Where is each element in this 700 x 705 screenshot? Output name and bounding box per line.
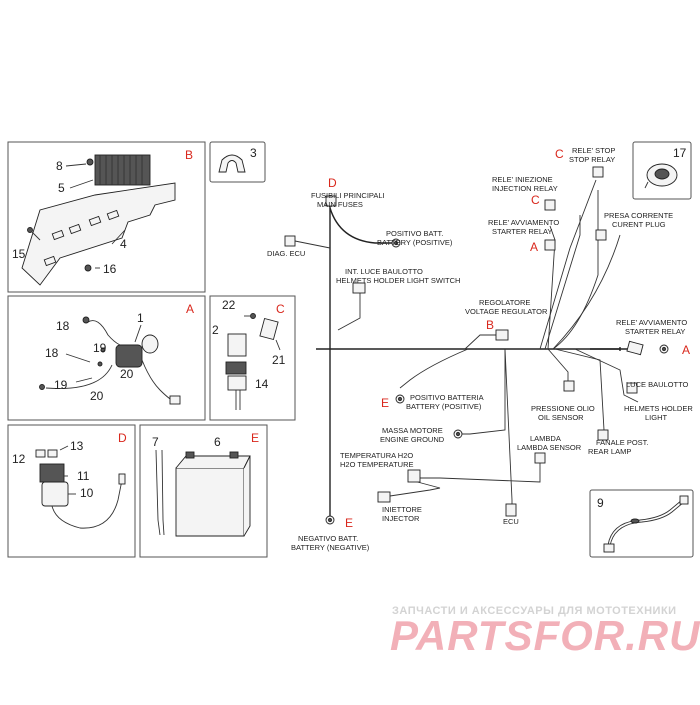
part-14-number: 14 bbox=[255, 377, 269, 391]
letter-c-stop: C bbox=[555, 147, 564, 161]
label-rear-lamp-it: FANALE POST. bbox=[596, 438, 649, 447]
label-stop-relay-en: STOP RELAY bbox=[569, 155, 615, 164]
box-b-regulator-bracket bbox=[7, 141, 206, 293]
part-13-number: 13 bbox=[70, 439, 84, 453]
part-9-number: 9 bbox=[597, 496, 604, 510]
letter-a-starter: A bbox=[530, 240, 538, 254]
label-fuses-en: MAIN FUSES bbox=[317, 200, 363, 209]
box-c-letter: C bbox=[276, 302, 285, 316]
letter-a-right: A bbox=[682, 343, 690, 357]
label-engine-ground-it: MASSA MOTORE bbox=[382, 426, 443, 435]
label-positive-batt-en: BATTERY (POSITIVE) bbox=[377, 238, 453, 247]
label-positive-battery-en: BATTERY (POSITIVE) bbox=[406, 402, 482, 411]
label-diag-ecu: DIAG. ECU bbox=[267, 249, 305, 258]
label-stop-relay-it: RELE' STOP bbox=[572, 146, 615, 155]
watermark-brand: PARTSFOR.RU bbox=[390, 612, 700, 659]
box-a-starter-relay bbox=[7, 295, 206, 421]
part-12-number: 12 bbox=[12, 452, 26, 466]
battery-drawing bbox=[155, 449, 251, 537]
part-16-number: 16 bbox=[103, 262, 117, 276]
label-lambda-it: LAMBDA bbox=[530, 434, 561, 443]
part-6-number: 6 bbox=[214, 435, 221, 449]
label-helmets-switch-it: INT. LUCE BAULOTTO bbox=[345, 267, 423, 276]
label-helmets-switch-en: HELMETS HOLDER LIGHT SWITCH bbox=[336, 276, 460, 285]
label-injector-en: INJECTOR bbox=[382, 514, 420, 523]
label-positive-battery-it: POSITIVO BATTERIA bbox=[410, 393, 484, 402]
part-10-number: 10 bbox=[80, 486, 94, 500]
part-8-number: 8 bbox=[56, 159, 63, 173]
lamp-harness-drawing bbox=[603, 495, 689, 553]
letter-e-negative: E bbox=[345, 516, 353, 530]
label-starter-relay-it: RELE' AVVIAMENTO bbox=[488, 218, 559, 227]
label-injector-it: INIETTORE bbox=[382, 505, 422, 514]
watermark-tagline: ЗАПЧАСТИ И АКСЕССУАРЫ ДЛЯ МОТОТЕХНИКИ bbox=[392, 605, 677, 617]
label-helmets-light-2: HELMETS HOLDER bbox=[624, 404, 693, 413]
part-11-number: 11 bbox=[77, 469, 90, 483]
label-starter-relay2-it: RELE' AVVIAMENTO bbox=[616, 318, 687, 327]
part-1-number: 1 bbox=[137, 311, 144, 325]
box-a-letter: A bbox=[186, 302, 194, 316]
part-21-number: 21 bbox=[272, 353, 286, 367]
part-19a-number: 19 bbox=[93, 341, 107, 355]
letter-b-regulator: B bbox=[486, 318, 494, 332]
label-regulator-en: VOLTAGE REGULATOR bbox=[465, 307, 548, 316]
label-current-plug-it: PRESA CORRENTE bbox=[604, 211, 673, 220]
regulator-bracket-drawing bbox=[21, 154, 176, 286]
label-regulator-it: REGOLATORE bbox=[479, 298, 530, 307]
label-helmets-light-3: LIGHT bbox=[645, 413, 668, 422]
part-19b-number: 19 bbox=[54, 378, 68, 392]
part-20a-number: 20 bbox=[120, 367, 134, 381]
current-plug-drawing bbox=[644, 163, 678, 189]
label-h2o-temp-en: H2O TEMPERATURE bbox=[340, 460, 413, 469]
box-e-letter: E bbox=[251, 431, 259, 445]
ring-terminals bbox=[325, 238, 669, 525]
box-17-plug bbox=[632, 141, 692, 200]
label-rear-lamp-en: REAR LAMP bbox=[588, 447, 631, 456]
part-22-number: 22 bbox=[222, 298, 236, 312]
label-lambda-en: LAMBDA SENSOR bbox=[517, 443, 582, 452]
part-5-number: 5 bbox=[58, 181, 65, 195]
label-oil-sensor-en: OIL SENSOR bbox=[538, 413, 584, 422]
label-negative-batt-en: BATTERY (NEGATIVE) bbox=[291, 543, 370, 552]
box-d-letter: D bbox=[118, 431, 127, 445]
starter-relay-drawing bbox=[39, 316, 181, 405]
label-helmets-light-1: LUCE BAULOTTO bbox=[626, 380, 689, 389]
part-2-number: 2 bbox=[212, 323, 219, 337]
label-current-plug-en: CURENT PLUG bbox=[612, 220, 666, 229]
label-ecu: ECU bbox=[503, 517, 519, 526]
label-engine-ground-en: ENGINE GROUND bbox=[380, 435, 445, 444]
label-injection-relay-it: RELE' INIEZIONE bbox=[492, 175, 553, 184]
connector-shapes bbox=[284, 166, 644, 517]
letter-e-positive: E bbox=[381, 396, 389, 410]
label-positive-batt-it: POSITIVO BATT. bbox=[386, 229, 443, 238]
label-negative-batt-it: NEGATIVO BATT. bbox=[298, 534, 358, 543]
part-18b-number: 18 bbox=[45, 346, 59, 360]
part-18a-number: 18 bbox=[56, 319, 70, 333]
clip-drawing bbox=[218, 154, 246, 173]
box-d-fuses bbox=[7, 424, 136, 558]
label-injection-relay-en: INJECTION RELAY bbox=[492, 184, 558, 193]
part-3-number: 3 bbox=[250, 146, 257, 160]
part-7-number: 7 bbox=[152, 435, 159, 449]
box-9-lamp-harness bbox=[589, 489, 694, 558]
box-c-relays bbox=[209, 295, 296, 421]
letter-c-injection: C bbox=[531, 193, 540, 207]
box-e-battery bbox=[139, 424, 268, 558]
part-15-number: 15 bbox=[12, 247, 26, 261]
label-starter-relay-en: STARTER RELAY bbox=[492, 227, 552, 236]
box-3-clip bbox=[209, 141, 266, 183]
main-harness bbox=[294, 179, 639, 518]
box-b-letter: B bbox=[185, 148, 193, 162]
label-fuses-it: FUSIBILI PRINCIPALI bbox=[311, 191, 385, 200]
label-h2o-temp-it: TEMPERATURA H2O bbox=[340, 451, 413, 460]
part-20b-number: 20 bbox=[90, 389, 104, 403]
relays-drawing bbox=[225, 313, 281, 410]
part-17-number: 17 bbox=[673, 146, 687, 160]
part-4-number: 4 bbox=[120, 237, 127, 251]
label-oil-sensor-it: PRESSIONE OLIO bbox=[531, 404, 595, 413]
label-starter-relay2-en: STARTER RELAY bbox=[625, 327, 685, 336]
fuse-box-drawing bbox=[35, 445, 126, 529]
letter-d-fuses: D bbox=[328, 176, 337, 190]
